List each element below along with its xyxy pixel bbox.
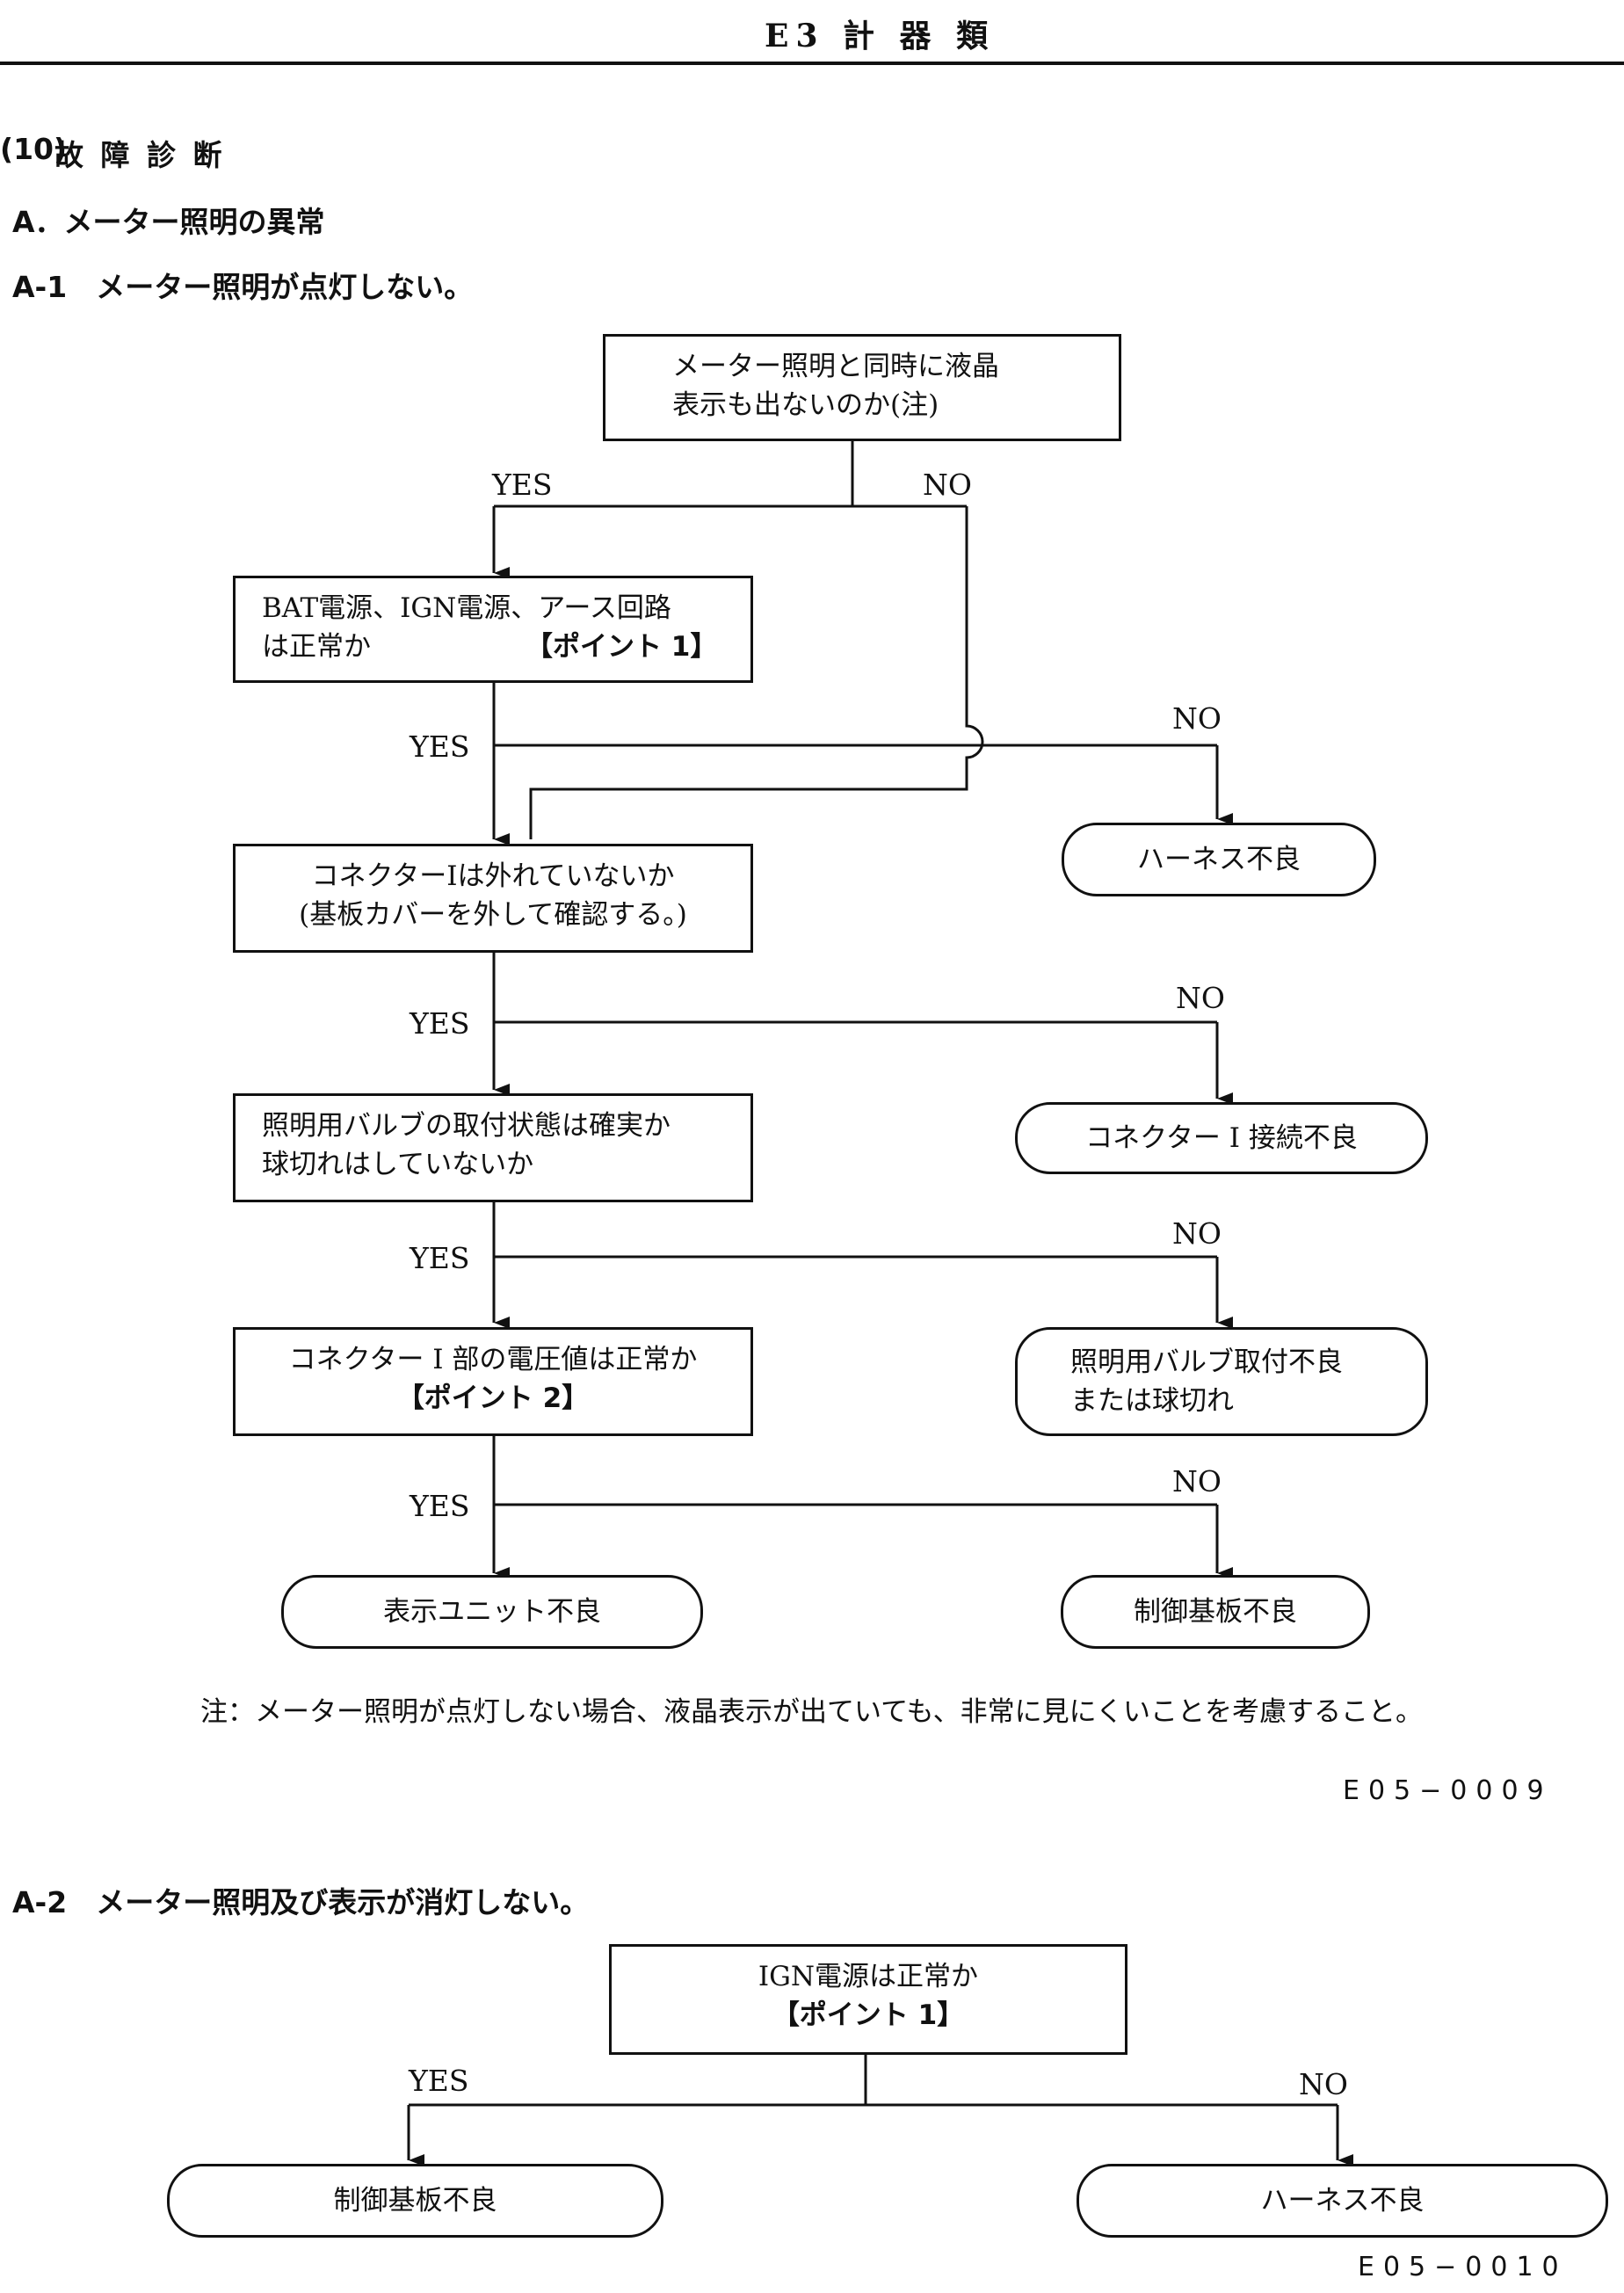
flow2-q1-line1: IGN電源は正常か	[758, 1961, 979, 1992]
flow1-q4-no-label: NO	[1172, 1216, 1222, 1251]
flow1-q1-yes-label: YES	[492, 468, 553, 502]
flow1-q2-point: 【ポイント 1】	[526, 631, 718, 663]
flow1-q5-line1: コネクター I 部の電圧値は正常か	[288, 1344, 698, 1375]
flow1-result-connector: コネクター I 接続不良	[1015, 1102, 1428, 1174]
flow1-q2-line1: BAT電源、IGN電源、アース回路	[262, 592, 671, 624]
flow2-q1-point: 【ポイント 1】	[772, 1999, 965, 2031]
flow1-q2-no-label: NO	[1172, 701, 1222, 736]
flow1-q3-line2: (基板カバーを外して確認する。)	[299, 899, 687, 931]
flow2-question-1: IGN電源は正常か 【ポイント 1】	[609, 1944, 1127, 2055]
flow1-q1-line2: 表示も出ないのか(注)	[672, 389, 939, 421]
flow2-result-harness: ハーネス不良	[1077, 2164, 1608, 2238]
flow1-title: A-1 メーター照明が点灯しない。	[12, 270, 474, 304]
subsection-title: A．メーター照明の異常	[12, 205, 325, 239]
flow1-q4-yes-label: YES	[410, 1241, 470, 1275]
flow2-yes-label: YES	[409, 2064, 469, 2098]
flow1-result-bulb: 照明用バルブ取付不良 または球切れ	[1015, 1327, 1428, 1436]
flow2-title: A-2 メーター照明及び表示が消灯しない。	[12, 1885, 590, 1919]
flow1-result-display: 表示ユニット不良	[281, 1575, 703, 1649]
flow2-result-control: 制御基板不良	[167, 2164, 663, 2238]
flow1-question-4: 照明用バルブの取付状態は確実か 球切れはしていないか	[233, 1093, 753, 1202]
flow1-q1-no-label: NO	[923, 468, 972, 502]
flow1-result-control: 制御基板不良	[1061, 1575, 1370, 1649]
flow1-r-bulb-line1: 照明用バルブ取付不良	[1070, 1346, 1343, 1378]
flow1-question-2: BAT電源、IGN電源、アース回路 は正常か 【ポイント 1】	[233, 576, 753, 683]
header-rule	[0, 62, 1624, 65]
section-number: (10)	[0, 132, 68, 166]
flow1-note: 注：メーター照明が点灯しない場合、液晶表示が出ていても、非常に見にくいことを考慮…	[200, 1696, 1423, 1728]
flow1-result-harness: ハーネス不良	[1062, 823, 1376, 896]
flow1-q4-line1: 照明用バルブの取付状態は確実か	[262, 1110, 671, 1142]
flow1-r-bulb-line2: または球切れ	[1070, 1385, 1234, 1417]
flow1-q5-no-label: NO	[1172, 1464, 1222, 1498]
flow1-q5-point: 【ポイント 2】	[396, 1382, 590, 1414]
flow2-no-label: NO	[1299, 2067, 1348, 2101]
flow1-q4-line2: 球切れはしていないか	[262, 1149, 534, 1180]
flow2-figure-code: E05−0010	[1358, 2252, 1568, 2282]
flow1-q5-yes-label: YES	[410, 1489, 470, 1523]
flow1-question-3: コネクターIは外れていないか (基板カバーを外して確認する。)	[233, 844, 753, 953]
section-title: 故 障 診 断	[54, 138, 226, 172]
flow1-q1-line1: メーター照明と同時に液晶	[672, 351, 999, 382]
flow1-figure-code: E05−0009	[1343, 1775, 1553, 1806]
flow1-q3-no-label: NO	[1176, 981, 1225, 1015]
flow1-question-1: メーター照明と同時に液晶 表示も出ないのか(注)	[603, 334, 1121, 441]
page-header: E3 計 器 類	[765, 18, 996, 54]
flow1-q2-yes-label: YES	[410, 729, 470, 764]
flow1-q3-line1: コネクターIは外れていないか	[311, 860, 675, 892]
flow1-q2-line2: は正常か	[262, 631, 371, 663]
flow1-q3-yes-label: YES	[410, 1006, 470, 1041]
flow1-question-5: コネクター I 部の電圧値は正常か 【ポイント 2】	[233, 1327, 753, 1436]
